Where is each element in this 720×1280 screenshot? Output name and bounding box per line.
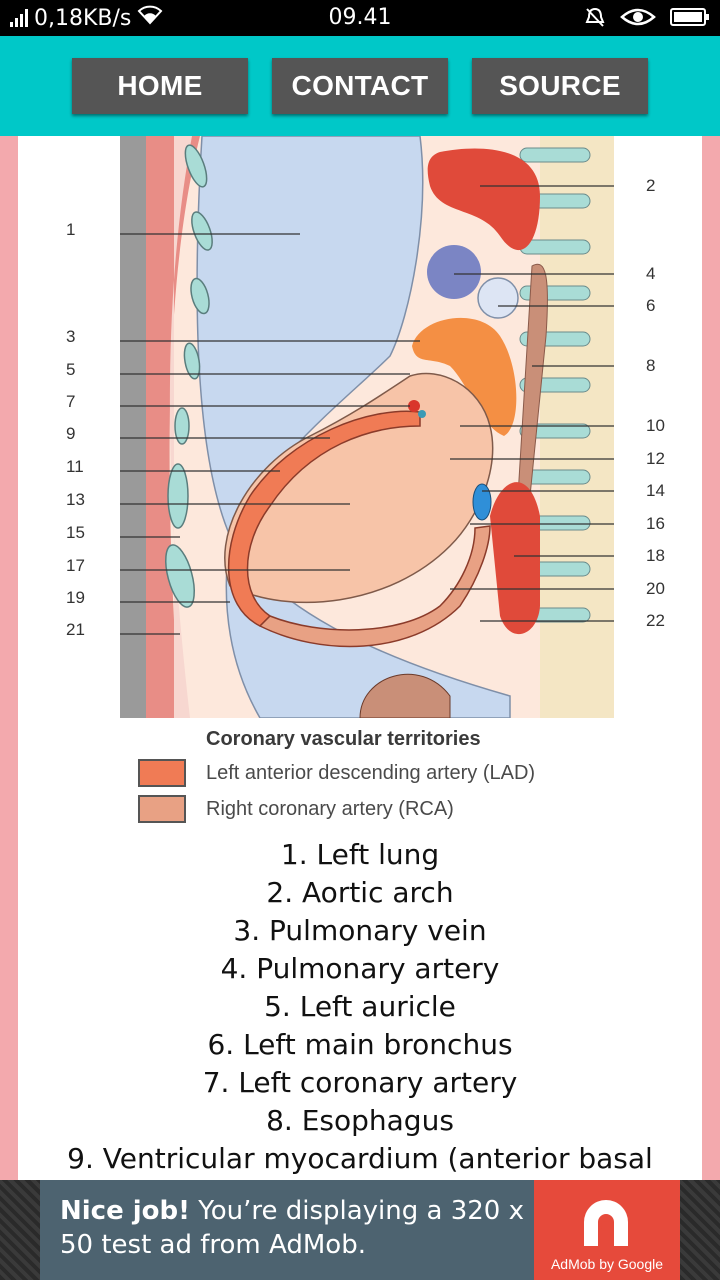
figure-number: 10: [646, 416, 665, 435]
list-item: 1. Left lung: [280, 838, 440, 871]
figure-legend: Coronary vascular territories Left anter…: [138, 728, 638, 823]
figure-number: 22: [646, 611, 665, 630]
source-button[interactable]: SOURCE: [472, 58, 648, 114]
figure-number: 1: [66, 220, 76, 239]
figure-number: 21: [66, 620, 85, 639]
legend-title: Coronary vascular territories: [206, 728, 481, 750]
legend-swatch-rca: [138, 795, 186, 823]
figure-number: 5: [66, 360, 76, 379]
figure-number: 4: [646, 264, 656, 283]
figure-number: 15: [66, 523, 85, 542]
legend-label-rca: Right coronary artery (RCA): [206, 797, 454, 820]
ad-card[interactable]: Nice job! You’re displaying a 320 x 50 t…: [40, 1180, 534, 1280]
figure-number: 20: [646, 579, 665, 598]
list-item: 5. Left auricle: [264, 990, 456, 1023]
figure-number: 3: [66, 327, 76, 346]
nav-bar: HOME CONTACT SOURCE: [0, 36, 720, 136]
list-item: 3. Pulmonary vein: [233, 914, 487, 947]
figure-number: 9: [66, 424, 76, 443]
admob-brand: AdMob by Google: [550, 1256, 664, 1272]
list-item: 7. Left coronary artery: [202, 1066, 518, 1099]
list-item: 6. Left main bronchus: [207, 1028, 513, 1061]
home-button[interactable]: HOME: [72, 58, 248, 114]
ad-headline: Nice job!: [60, 1196, 191, 1226]
mute-icon: [584, 6, 606, 34]
status-left: 0,18KB/s: [10, 5, 163, 31]
ad-banner[interactable]: Nice job! You’re displaying a 320 x 50 t…: [0, 1180, 720, 1280]
list-item: 9. Ventricular myocardium (anterior basa…: [67, 1142, 653, 1175]
figure-number: 2: [646, 176, 656, 195]
figure-number: 7: [66, 392, 76, 411]
figure-number: 19: [66, 588, 85, 607]
figure-number: 13: [66, 490, 85, 509]
wifi-icon: [137, 5, 163, 31]
figure-number: 8: [646, 356, 656, 375]
legend-label-lad: Left anterior descending artery (LAD): [206, 761, 536, 784]
admob-logo[interactable]: AdMob by Google: [534, 1180, 680, 1280]
legend-row-lad: Left anterior descending artery (LAD): [138, 759, 638, 787]
admob-icon: [584, 1200, 628, 1246]
parts-list: 1. Left lung 2. Aortic arch 3. Pulmonary…: [18, 836, 702, 1178]
ad-text: Nice job! You’re displaying a 320 x 50 t…: [60, 1194, 530, 1262]
figure-number: 12: [646, 449, 665, 468]
heart-anatomy-illustration: [120, 136, 614, 718]
figure-number: 18: [646, 546, 665, 565]
signal-icon: [10, 9, 28, 27]
figure-number: 16: [646, 514, 665, 533]
battery-icon: [670, 7, 710, 33]
clock: 09.41: [328, 5, 392, 30]
content-area[interactable]: 1 3 5 7 9 11 13 15 17 19 21 2 4 6 8 10 1…: [18, 136, 702, 1180]
legend-row-rca: Right coronary artery (RCA): [138, 795, 638, 823]
ad-pattern-right: [680, 1180, 720, 1280]
figure-number: 6: [646, 296, 656, 315]
figure-number: 17: [66, 556, 85, 575]
legend-swatch-lad: [138, 759, 186, 787]
figure-number: 14: [646, 481, 665, 500]
status-right: [584, 6, 710, 34]
list-item: 2. Aortic arch: [266, 876, 454, 909]
network-speed: 0,18KB/s: [34, 5, 132, 31]
ad-pattern-left: [0, 1180, 40, 1280]
figure-number: 11: [66, 457, 84, 476]
ad-body: You’re displaying a 320 x 50 test ad fro…: [60, 1196, 525, 1260]
eye-icon: [620, 7, 656, 33]
list-item: 8. Esophagus: [266, 1104, 454, 1137]
status-bar: 0,18KB/s 09.41: [0, 0, 720, 36]
contact-button[interactable]: CONTACT: [272, 58, 448, 114]
list-item: 4. Pulmonary artery: [220, 952, 500, 985]
